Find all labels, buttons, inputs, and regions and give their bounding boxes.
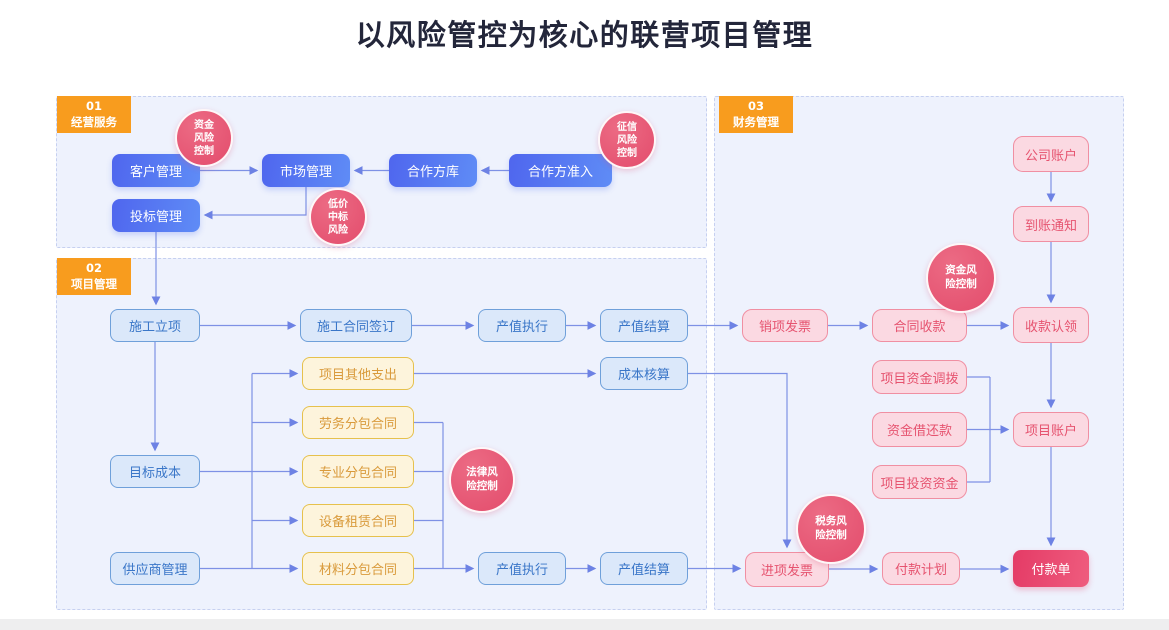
risk-circle-risk-legal: 法律风险控制 bbox=[449, 447, 515, 513]
node-input-invoice: 进项发票 bbox=[745, 552, 829, 587]
section-name: 经营服务 bbox=[71, 114, 117, 129]
section-badge-finance: 03 财务管理 bbox=[719, 96, 793, 133]
section-name: 财务管理 bbox=[733, 114, 779, 129]
node-project-initiation: 施工立项 bbox=[110, 309, 200, 342]
node-partner-library: 合作方库 bbox=[389, 154, 477, 187]
node-bid-mgmt: 投标管理 bbox=[112, 199, 200, 232]
node-output-settle-2: 产值结算 bbox=[600, 552, 688, 585]
node-fund-transfer: 项目资金调拨 bbox=[872, 360, 967, 394]
page-title: 以风险管控为核心的联营项目管理 bbox=[355, 18, 814, 52]
node-partner-access: 合作方准入 bbox=[509, 154, 612, 187]
risk-circle-risk-credit: 征信风险控制 bbox=[598, 111, 656, 169]
section-number: 01 bbox=[85, 98, 102, 113]
node-output-invoice: 销项发票 bbox=[742, 309, 828, 342]
section-name: 项目管理 bbox=[71, 276, 117, 291]
node-output-exec-1: 产值执行 bbox=[478, 309, 566, 342]
risk-circle-risk-tax: 税务风险控制 bbox=[796, 494, 866, 564]
risk-circle-risk-funds-fin: 资金风险控制 bbox=[926, 243, 996, 313]
node-contract-signing: 施工合同签订 bbox=[300, 309, 412, 342]
section-badge-business: 01 经营服务 bbox=[57, 96, 131, 133]
node-contract-receipt: 合同收款 bbox=[872, 309, 967, 342]
node-fund-loan: 资金借还款 bbox=[872, 412, 967, 447]
node-project-account: 项目账户 bbox=[1013, 412, 1089, 447]
node-cost-accounting: 成本核算 bbox=[600, 357, 688, 390]
risk-circle-risk-funds-biz: 资金风险控制 bbox=[175, 109, 233, 167]
section-number: 02 bbox=[85, 260, 102, 275]
node-arrival-notice: 到账通知 bbox=[1013, 206, 1089, 242]
node-market-mgmt: 市场管理 bbox=[262, 154, 350, 187]
panel-finance-management bbox=[714, 96, 1124, 610]
node-company-account: 公司账户 bbox=[1013, 136, 1089, 172]
node-material-subcontract: 材料分包合同 bbox=[302, 552, 414, 585]
node-other-expense: 项目其他支出 bbox=[302, 357, 414, 390]
node-payment-plan: 付款计划 bbox=[882, 552, 960, 585]
node-project-investment: 项目投资资金 bbox=[872, 465, 967, 499]
node-labor-subcontract: 劳务分包合同 bbox=[302, 406, 414, 439]
node-output-exec-2: 产值执行 bbox=[478, 552, 566, 585]
bottom-divider-bar bbox=[0, 619, 1169, 630]
node-pro-subcontract: 专业分包合同 bbox=[302, 455, 414, 488]
node-receipt-claim: 收款认领 bbox=[1013, 307, 1089, 343]
node-supplier-mgmt: 供应商管理 bbox=[110, 552, 200, 585]
node-target-cost: 目标成本 bbox=[110, 455, 200, 488]
node-output-settle-1: 产值结算 bbox=[600, 309, 688, 342]
section-badge-project: 02 项目管理 bbox=[57, 258, 131, 295]
risk-circle-risk-low-bid: 低价中标风险 bbox=[309, 188, 367, 246]
section-number: 03 bbox=[747, 98, 764, 113]
node-payment-slip: 付款单 bbox=[1013, 550, 1089, 587]
node-equip-lease: 设备租赁合同 bbox=[302, 504, 414, 537]
